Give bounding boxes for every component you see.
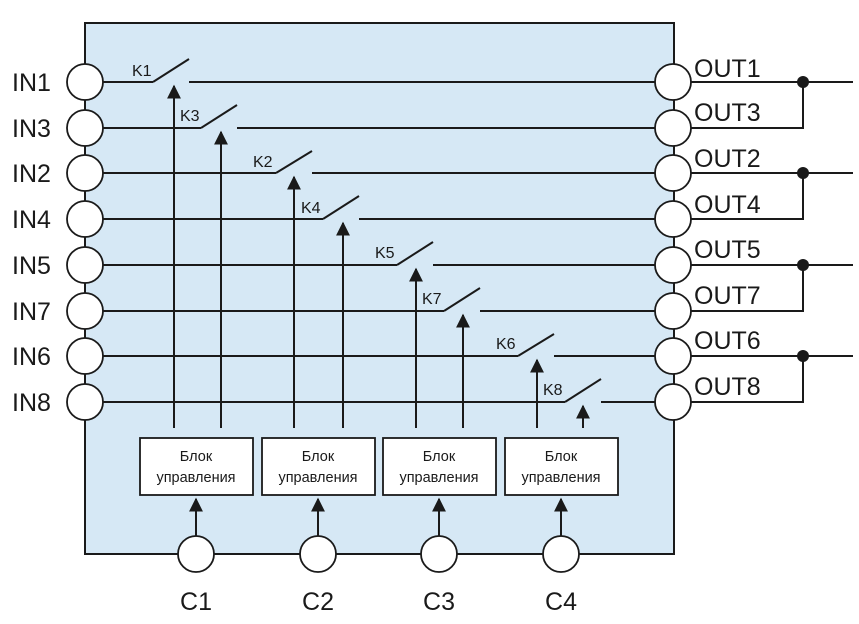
output-pin <box>654 246 692 284</box>
junction-dot <box>797 350 809 362</box>
input-pin <box>66 337 104 375</box>
output-pin <box>654 63 692 101</box>
output-label: OUT8 <box>694 373 761 401</box>
input-label: IN3 <box>12 115 51 143</box>
input-pin <box>66 246 104 284</box>
switch-label: K8 <box>543 382 563 399</box>
input-label: IN4 <box>12 206 51 234</box>
input-pin <box>66 200 104 238</box>
input-label: IN5 <box>12 252 51 280</box>
output-pin <box>654 337 692 375</box>
output-pin <box>654 154 692 192</box>
output-label: OUT1 <box>694 55 761 83</box>
control-pin-label: C4 <box>545 588 577 616</box>
output-bus-3 <box>691 350 853 403</box>
row-0: IN1 OUT1 K1 <box>12 55 761 428</box>
block-label-line2: управления <box>156 470 235 486</box>
switch-label: K1 <box>132 63 152 80</box>
block-label-line2: управления <box>521 470 600 486</box>
control-pin <box>420 535 458 573</box>
row-7: IN8 OUT8 K8 <box>12 373 761 428</box>
switch-label: K2 <box>253 154 273 171</box>
control-pin-label: C2 <box>302 588 334 616</box>
block-label-line1: Блок <box>545 449 578 465</box>
output-pin <box>654 109 692 147</box>
input-pin <box>66 63 104 101</box>
output-label: OUT4 <box>694 191 761 219</box>
switch-label: K3 <box>180 108 200 125</box>
block-label-line1: Блок <box>423 449 456 465</box>
junction-dot <box>797 76 809 88</box>
output-label: OUT5 <box>694 236 761 264</box>
control-block-2: Блок управления C3 <box>382 437 497 616</box>
input-label: IN6 <box>12 343 51 371</box>
input-pin <box>66 154 104 192</box>
switch-label: K6 <box>496 336 516 353</box>
input-label: IN7 <box>12 298 51 326</box>
output-bus-0 <box>691 76 853 129</box>
control-pin <box>299 535 337 573</box>
input-pin <box>66 383 104 421</box>
output-label: OUT3 <box>694 99 761 127</box>
output-pin <box>654 383 692 421</box>
block-label-line1: Блок <box>302 449 335 465</box>
switch-label: K7 <box>422 291 442 308</box>
switch-label: K5 <box>375 245 395 262</box>
input-label: IN1 <box>12 69 51 97</box>
input-pin <box>66 292 104 330</box>
junction-dot <box>797 167 809 179</box>
output-label: OUT7 <box>694 282 761 310</box>
junction-dot <box>797 259 809 271</box>
output-bus-2 <box>691 259 853 312</box>
block-label-line2: управления <box>278 470 357 486</box>
control-block-3: Блок управления C4 <box>504 437 619 616</box>
input-label: IN8 <box>12 389 51 417</box>
output-bus-1 <box>691 167 853 220</box>
block-label-line1: Блок <box>180 449 213 465</box>
output-label: OUT2 <box>694 145 761 173</box>
control-pin-label: C1 <box>180 588 212 616</box>
control-pin <box>542 535 580 573</box>
row-5: IN7 OUT7 K7 <box>12 282 761 428</box>
control-block-1: Блок управления C2 <box>261 437 376 616</box>
control-block-0: Блок управления C1 <box>139 437 254 616</box>
row-3: IN4 OUT4 K4 <box>12 191 761 428</box>
row-4: IN5 OUT5 K5 <box>12 236 761 428</box>
input-label: IN2 <box>12 160 51 188</box>
switch-label: K4 <box>301 200 321 217</box>
row-1: IN3 OUT3 K3 <box>12 99 761 428</box>
output-pin <box>654 292 692 330</box>
control-pin-label: C3 <box>423 588 455 616</box>
input-pin <box>66 109 104 147</box>
control-pin <box>177 535 215 573</box>
row-2: IN2 OUT2 K2 <box>12 145 761 428</box>
output-pin <box>654 200 692 238</box>
block-label-line2: управления <box>399 470 478 486</box>
output-label: OUT6 <box>694 327 761 355</box>
